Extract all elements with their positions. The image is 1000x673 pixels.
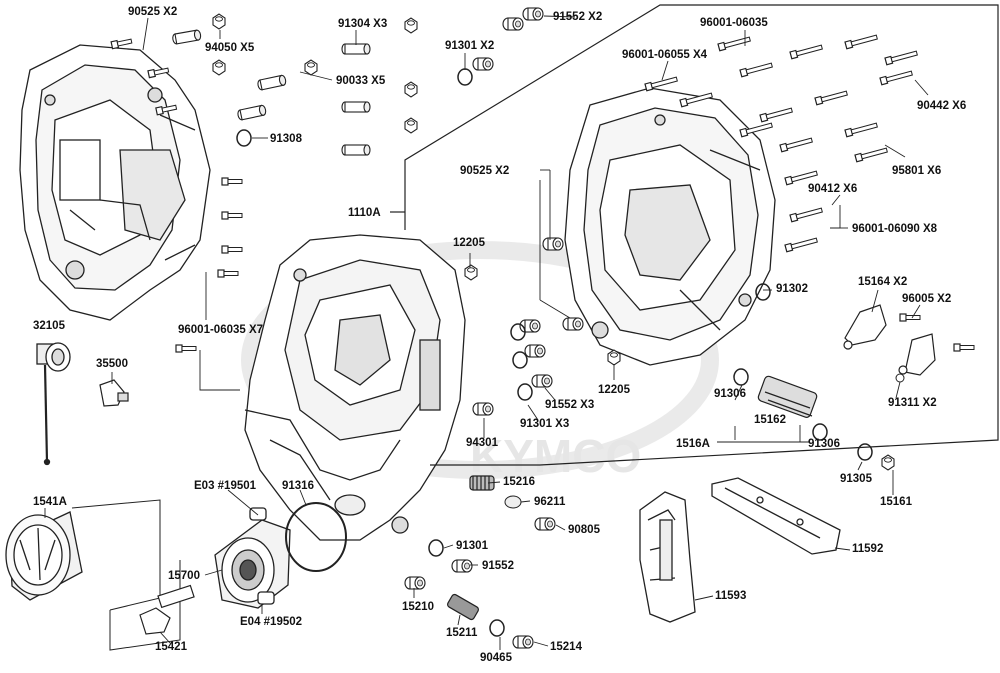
- rail-11592: [711, 477, 841, 555]
- label-96001-06035-x7: 96001-06035 X7: [178, 324, 264, 336]
- label-91301-lower: 91301: [456, 540, 488, 552]
- plug-15210: [404, 576, 426, 590]
- center-crankcase: [244, 234, 466, 541]
- label-91301-x3: 91301 X3: [520, 418, 570, 430]
- label-91301-x2: 91301 X2: [445, 40, 495, 52]
- spring-15216: [469, 475, 495, 491]
- left-crankcase-half: [19, 44, 211, 321]
- sensor-35500: [99, 379, 129, 407]
- label-11592: 11592: [852, 543, 884, 555]
- group-1110a-bracket: [390, 4, 999, 466]
- label-1110a: 1110A: [348, 207, 381, 219]
- label-15210: 15210: [402, 601, 434, 613]
- label-91552-x2: 91552 X2: [553, 11, 603, 23]
- label-96001-06090-x8: 96001-06090 X8: [852, 223, 938, 235]
- cap-15214: [512, 635, 534, 649]
- label-15214: 15214: [550, 641, 582, 653]
- oring-91301-top: [457, 68, 473, 86]
- label-15700: 15700: [168, 570, 200, 582]
- bolt-15421: [139, 584, 195, 635]
- label-91306-b: 91306: [808, 438, 840, 450]
- ball-96211: [504, 495, 522, 509]
- washer-91311: [895, 373, 905, 383]
- sleeve-group-91304: [341, 43, 371, 156]
- oring-91308: [236, 129, 252, 147]
- leader-lines: [44, 15, 929, 650]
- label-11593: 11593: [715, 590, 747, 602]
- label-90805: 90805: [568, 524, 600, 536]
- label-94050-x5: 94050 X5: [205, 42, 255, 54]
- label-90442-x6: 90442 X6: [917, 100, 967, 112]
- label-91311-x2: 91311 X2: [888, 397, 937, 409]
- right-crankcase-half: [564, 87, 776, 366]
- label-91552-x3: 91552 X3: [545, 399, 595, 411]
- bolt-15161: [881, 454, 895, 471]
- pin-94301: [472, 402, 494, 416]
- label-15162: 15162: [754, 414, 786, 426]
- oring-group-91301-x3: [510, 323, 533, 401]
- oring-91316: [285, 502, 347, 572]
- label-96001-06055-x4: 96001-06055 X4: [622, 49, 708, 61]
- label-1516a: 1516A: [676, 438, 710, 450]
- oil-filter-1541A: [5, 511, 83, 601]
- label-94301: 94301: [466, 437, 498, 449]
- collar-90805: [534, 517, 556, 531]
- label-12205-upper: 12205: [453, 237, 485, 249]
- label-95801-x6: 95801 X6: [892, 165, 942, 177]
- label-96211: 96211: [534, 496, 566, 508]
- label-90525-x2-mid: 90525 X2: [460, 165, 510, 177]
- oring-91305: [857, 443, 873, 461]
- label-91306-a: 91306: [714, 388, 746, 400]
- bracket-15164: [843, 304, 936, 376]
- label-15421: 15421: [155, 641, 187, 653]
- label-90412-x6: 90412 X6: [808, 183, 858, 195]
- label-15164-x2: 15164 X2: [858, 276, 908, 288]
- label-e04-19502: E04 #19502: [240, 616, 303, 628]
- watermark-logo: [241, 241, 719, 479]
- spring-15211: [447, 593, 479, 621]
- label-1541a: 1541A: [33, 496, 67, 508]
- baffle-11593: [639, 491, 696, 623]
- label-e03-19501: E03 #19501: [194, 480, 257, 492]
- label-15211: 15211: [446, 627, 478, 639]
- label-35500: 35500: [96, 358, 128, 370]
- oring-91306-a: [733, 368, 749, 386]
- dipstick-32105: [36, 342, 71, 466]
- label-32105: 32105: [33, 320, 65, 332]
- label-96001-06035: 96001-06035: [700, 17, 768, 29]
- label-90465: 90465: [480, 652, 512, 664]
- oring-91301-lower: [428, 539, 444, 557]
- sleeve-91552-top: [472, 7, 544, 71]
- watermark-text: KYMCO: [470, 430, 641, 482]
- label-91552-lower: 91552: [482, 560, 514, 572]
- sleeve-91552-lower: [451, 559, 473, 573]
- label-15216: 15216: [503, 476, 535, 488]
- label-91305: 91305: [840, 473, 872, 485]
- oil-cooler-15700: [214, 507, 291, 609]
- label-91304-x3: 91304 X3: [338, 18, 388, 30]
- label-90033-x5: 90033 X5: [336, 75, 386, 87]
- oring-90465: [489, 619, 505, 637]
- label-12205-lower: 12205: [598, 384, 630, 396]
- label-96005-x2: 96005 X2: [902, 293, 952, 305]
- label-91308: 91308: [270, 133, 302, 145]
- label-15161: 15161: [880, 496, 912, 508]
- valve-15162: [757, 375, 818, 418]
- label-91316: 91316: [282, 480, 314, 492]
- label-91302: 91302: [776, 283, 808, 295]
- label-90525-x2: 90525 X2: [128, 6, 178, 18]
